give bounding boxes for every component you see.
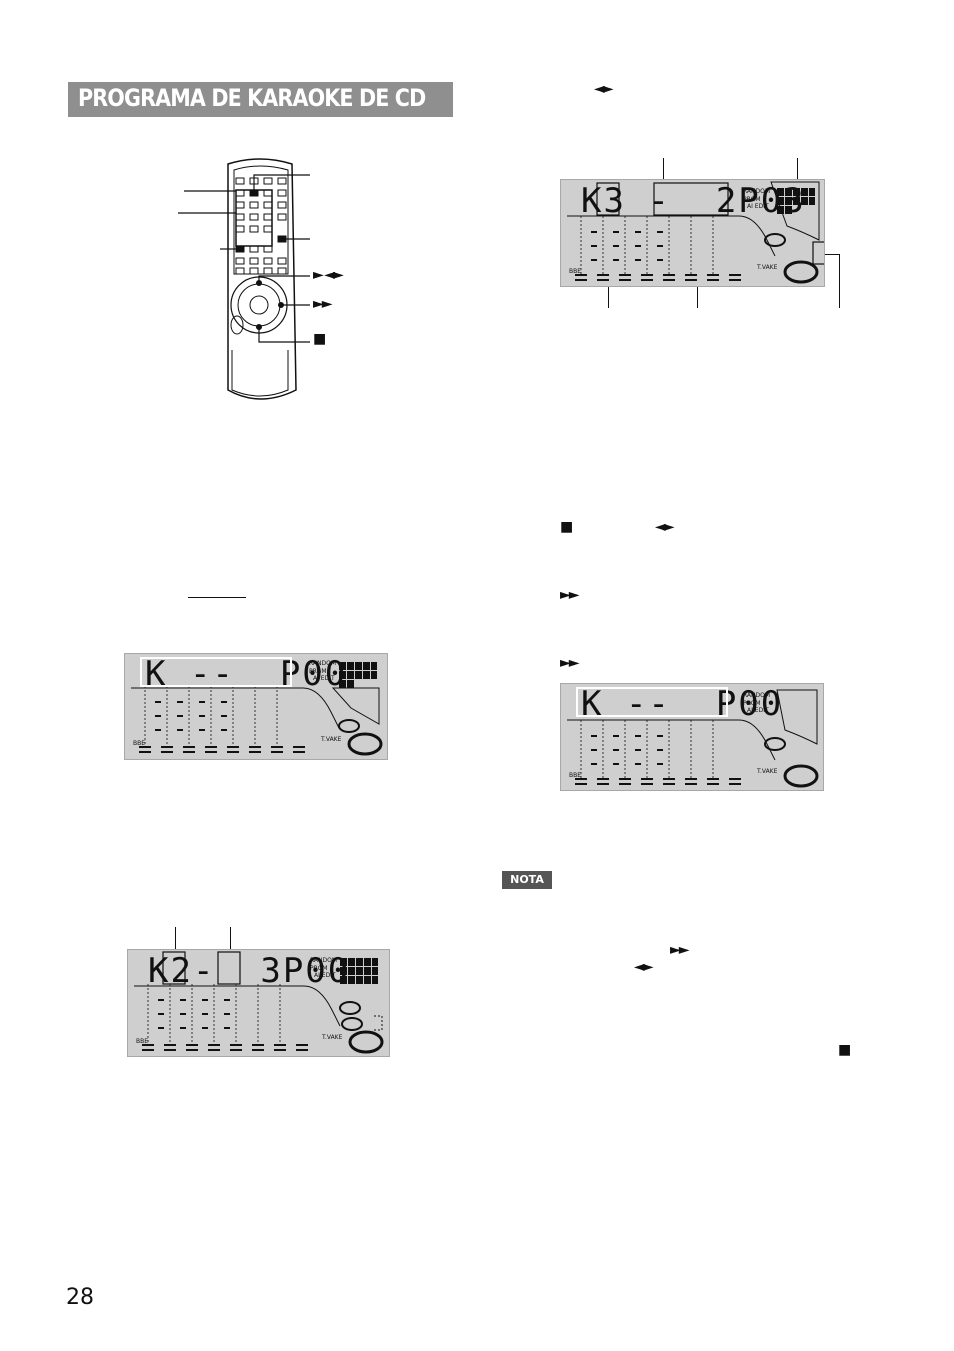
skip-symbol: ◄► xyxy=(655,519,674,535)
stop-symbol: ■ xyxy=(560,519,573,535)
lcd-segments-3 xyxy=(567,181,824,284)
lcd-segments-2 xyxy=(134,951,384,1054)
lcd-prgm: PRGM xyxy=(743,700,761,707)
lcd-ai-edit: AI EDIT xyxy=(747,707,769,714)
page-number: 28 xyxy=(66,1285,94,1310)
remote-play-skip-symbol: ► ◄► xyxy=(313,267,344,283)
lcd-display-empty-program: K -- P00 RANDOM PRGM AI EDIT BBE T.VAKE xyxy=(124,653,388,760)
lcd-ai-edit: AI EDIT xyxy=(747,203,769,210)
page-title: PROGRAMA DE KARAOKE DE CD xyxy=(78,84,426,112)
lcd-tuning: T.VAKE xyxy=(321,736,342,743)
lcd-bbe: BBE xyxy=(136,1038,149,1045)
title-banner xyxy=(68,82,453,117)
remote-control-illustration xyxy=(178,158,310,400)
underline-mark xyxy=(188,597,246,598)
leader-line xyxy=(175,927,176,951)
lcd-bbe: BBE xyxy=(569,772,582,779)
lcd-bbe: BBE xyxy=(569,268,582,275)
lcd-ai-edit: AI EDIT xyxy=(314,972,336,979)
leader-line xyxy=(663,158,664,183)
leader-line xyxy=(608,282,609,308)
leader-line xyxy=(839,254,840,308)
note-fwd-symbol: ►► xyxy=(670,942,689,958)
fwd-symbol: ►► xyxy=(560,655,579,671)
lcd-random: RANDOM xyxy=(743,692,771,699)
note-skip-symbol: ◄► xyxy=(634,959,653,975)
fwd-symbol: ►► xyxy=(560,587,579,603)
leader-line xyxy=(697,282,698,308)
remote-fwd-symbol: ►► xyxy=(313,296,332,312)
lcd-tuning: T.VAKE xyxy=(322,1034,343,1041)
leader-line xyxy=(825,254,839,255)
note-stop-symbol: ■ xyxy=(838,1042,851,1058)
lcd-ai-edit: AI EDIT xyxy=(313,675,335,682)
lcd-tuning: T.VAKE xyxy=(757,264,778,271)
lcd-display-program-set: K3 - 2P03 RANDOM PRGM AI EDIT BBE T.VAKE xyxy=(560,179,825,287)
lcd-random: RANDOM xyxy=(309,660,337,667)
lcd-prgm: PRGM xyxy=(310,965,328,972)
lcd-display-cleared: K -- P00 RANDOM PRGM AI EDIT BBE T.VAKE xyxy=(560,683,824,791)
leader-line xyxy=(230,927,231,951)
leader-line xyxy=(797,158,798,183)
lcd-segments-1 xyxy=(131,657,383,756)
lcd-prgm: PRGM xyxy=(743,196,761,203)
remote-stop-symbol: ■ xyxy=(313,331,326,347)
lcd-display-program-step: K2- 3P00 RANDOM PRGM AI EDIT BBE T.VAKE xyxy=(127,949,390,1057)
lcd-tuning: T.VAKE xyxy=(757,768,778,775)
note-label: NOTA xyxy=(502,871,552,889)
lcd-random: RANDOM xyxy=(310,957,338,964)
skip-symbol-top: ◄► xyxy=(594,81,613,97)
lcd-segments-4 xyxy=(567,687,819,788)
lcd-bbe: BBE xyxy=(133,740,146,747)
lcd-digits: K2- 3P00 xyxy=(148,951,351,991)
lcd-random: RANDOM xyxy=(743,188,771,195)
lcd-prgm: PRGM xyxy=(309,668,327,675)
